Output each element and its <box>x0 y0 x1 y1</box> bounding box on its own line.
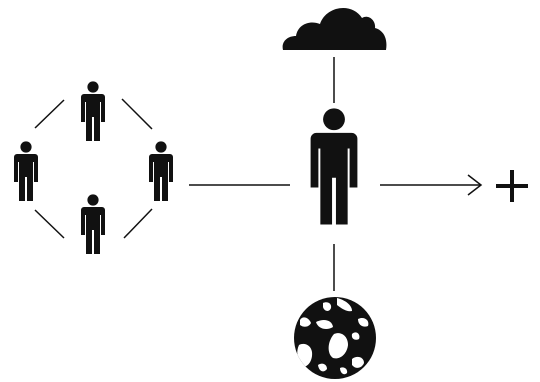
globe-icon <box>294 297 376 379</box>
plus-icon <box>496 170 528 202</box>
edge-bottom-left <box>34 209 65 239</box>
arrowhead-icon <box>467 174 483 196</box>
person-top-icon <box>81 81 105 141</box>
edge-bottom-right <box>123 208 153 239</box>
edge-top-left <box>34 99 65 129</box>
person-right-icon <box>149 141 173 201</box>
person-center-icon <box>310 108 358 225</box>
person-left-icon <box>14 141 38 201</box>
edge-top-right <box>121 98 153 130</box>
person-bottom-icon <box>81 194 105 254</box>
cloud-icon <box>282 7 387 50</box>
